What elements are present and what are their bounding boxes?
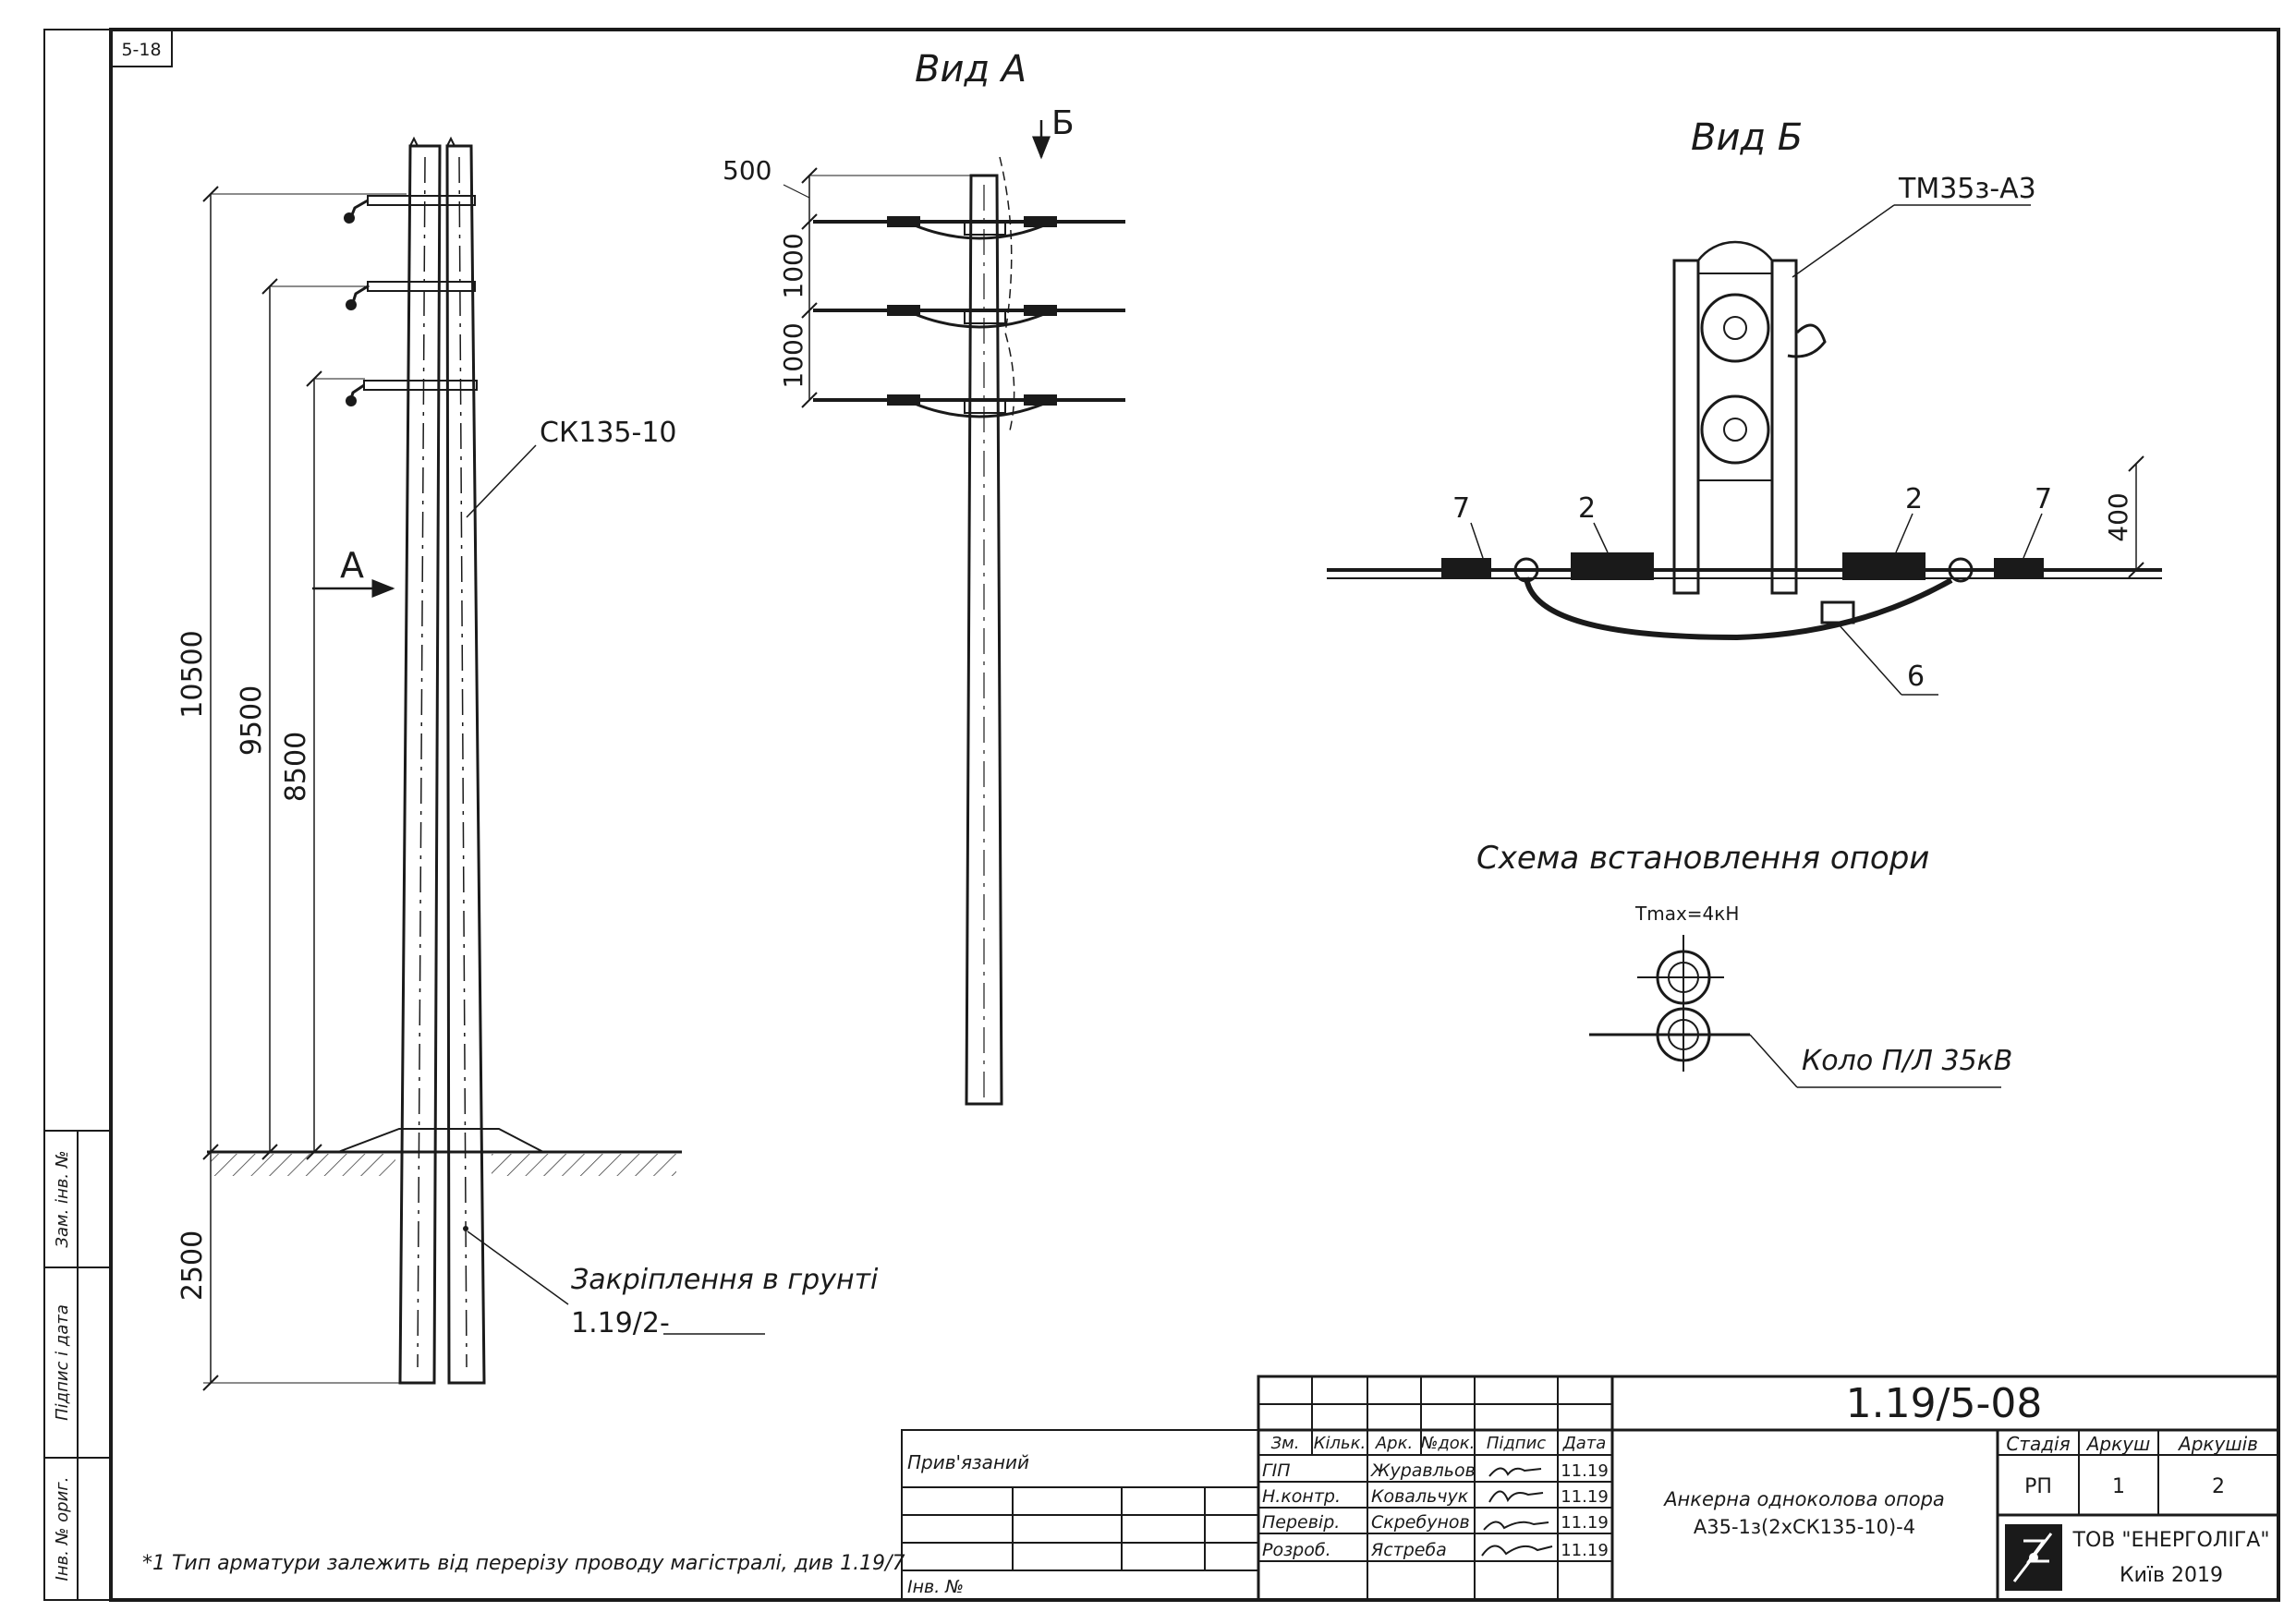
- left-view-pole: [207, 136, 682, 1385]
- dim-1000-lower: 1000: [778, 322, 808, 388]
- footnote: *1 Тип арматури залежить від перерізу пр…: [142, 1552, 905, 1575]
- stage-header: Стадія: [2006, 1433, 2070, 1455]
- title-block: [901, 1375, 2280, 1602]
- scheme-circuit: Коло П/Л 35кВ: [1802, 1045, 2012, 1077]
- pole-label-leader: [466, 444, 537, 518]
- dim-400: 400: [2103, 492, 2133, 541]
- side-label-zam: Зам. інв. №: [53, 1150, 72, 1247]
- row-date-nkontr: 11.19: [1561, 1487, 1609, 1507]
- dim-1000-upper: 1000: [778, 233, 808, 298]
- header-ark: Арк.: [1375, 1434, 1413, 1453]
- scheme-title: Схема встановлення опори: [1476, 840, 1929, 877]
- inv-no-label: Інв. №: [907, 1577, 964, 1597]
- signatures: [1481, 1467, 1553, 1557]
- pole-label: СК135-10: [540, 417, 677, 449]
- ground-note-leader: [467, 1230, 569, 1305]
- company-name: ТОВ "ЕНЕРГОЛІГА": [2072, 1529, 2270, 1552]
- arrow-a-label: А: [340, 545, 364, 586]
- header-data: Дата: [1562, 1434, 1607, 1453]
- view-a-dimensions: 500 1000 1000: [723, 155, 975, 408]
- dim-10500: 10500: [176, 630, 209, 718]
- description-1: Анкерна одноколова опора: [1662, 1488, 1945, 1510]
- header-pidpys: Підпис: [1487, 1434, 1546, 1453]
- privyazaniy-label: Прив'язаний: [907, 1451, 1029, 1473]
- row-name-gip: Журавльов: [1370, 1460, 1476, 1481]
- company-logo: [2005, 1524, 2062, 1591]
- header-zm: Зм.: [1271, 1434, 1300, 1453]
- scheme-tension: Tmax=4кН: [1634, 903, 1739, 925]
- stage-value: РП: [2024, 1475, 2052, 1498]
- sheet-value: 1: [2112, 1475, 2125, 1498]
- row-name-rozrob: Ястреба: [1370, 1540, 1447, 1560]
- company-city-year: Київ 2019: [2120, 1564, 2223, 1587]
- side-strip: Зам. інв. № Підпис і дата Інв. № ориг.: [43, 1130, 112, 1601]
- outer-border: [43, 29, 2279, 1601]
- row-role-rozrob: Розроб.: [1262, 1540, 1331, 1560]
- header-kilk: Кільк.: [1314, 1434, 1367, 1453]
- scheme-symbol: [1589, 935, 2001, 1088]
- sheet-code-box: [110, 29, 173, 67]
- view-b-title: Вид Б: [1691, 116, 1803, 159]
- dim-9500: 9500: [236, 685, 268, 756]
- side-label-pidpys: Підпис і дата: [53, 1304, 72, 1421]
- ground-ref: 1.19/2-: [571, 1307, 670, 1339]
- row-date-rozrob: 11.19: [1561, 1541, 1609, 1560]
- row-date-perevir: 11.19: [1561, 1513, 1609, 1533]
- dim-8500: 8500: [280, 732, 312, 802]
- row-date-gip: 11.19: [1561, 1461, 1609, 1481]
- view-a-title: Вид А: [915, 48, 1027, 91]
- part-label-leader: [1792, 204, 1895, 278]
- row-role-nkontr: Н.контр.: [1262, 1486, 1341, 1507]
- view-b-assembly: [1327, 240, 2162, 641]
- callout-6: 6: [1907, 661, 1925, 693]
- callout-2-right: 2: [1905, 483, 1923, 515]
- view-a-pole: [813, 156, 1125, 1106]
- doc-number: 1.19/5-08: [1846, 1380, 2043, 1427]
- sheet-code: 5-18: [121, 40, 161, 60]
- sheets-value: 2: [2212, 1475, 2225, 1498]
- left-dimensions: 10500 9500 8500 2500: [176, 186, 407, 1391]
- callout-7-left: 7: [1452, 492, 1470, 525]
- row-role-gip: ГІП: [1262, 1460, 1290, 1481]
- header-ndok: №док.: [1420, 1434, 1476, 1453]
- callout-7-right: 7: [2035, 483, 2052, 515]
- description-2: А35-1з(2хСК135-10)-4: [1694, 1516, 1915, 1538]
- dim-2500: 2500: [176, 1230, 209, 1301]
- sheets-header: Аркушів: [2177, 1433, 2258, 1455]
- dim-500: 500: [723, 155, 771, 186]
- part-label: ТМ35з-А3: [1898, 173, 2036, 205]
- ground-note: Закріплення в грунті: [571, 1264, 879, 1296]
- row-name-perevir: Скребунов: [1371, 1512, 1470, 1533]
- arrow-b-label: Б: [1051, 104, 1075, 142]
- row-name-nkontr: Ковальчук: [1371, 1486, 1469, 1507]
- side-label-inv: Інв. № ориг.: [53, 1477, 72, 1582]
- row-role-perevir: Перевір.: [1262, 1512, 1340, 1533]
- sheet-header: Аркуш: [2085, 1433, 2151, 1455]
- callout-2-left: 2: [1578, 492, 1596, 525]
